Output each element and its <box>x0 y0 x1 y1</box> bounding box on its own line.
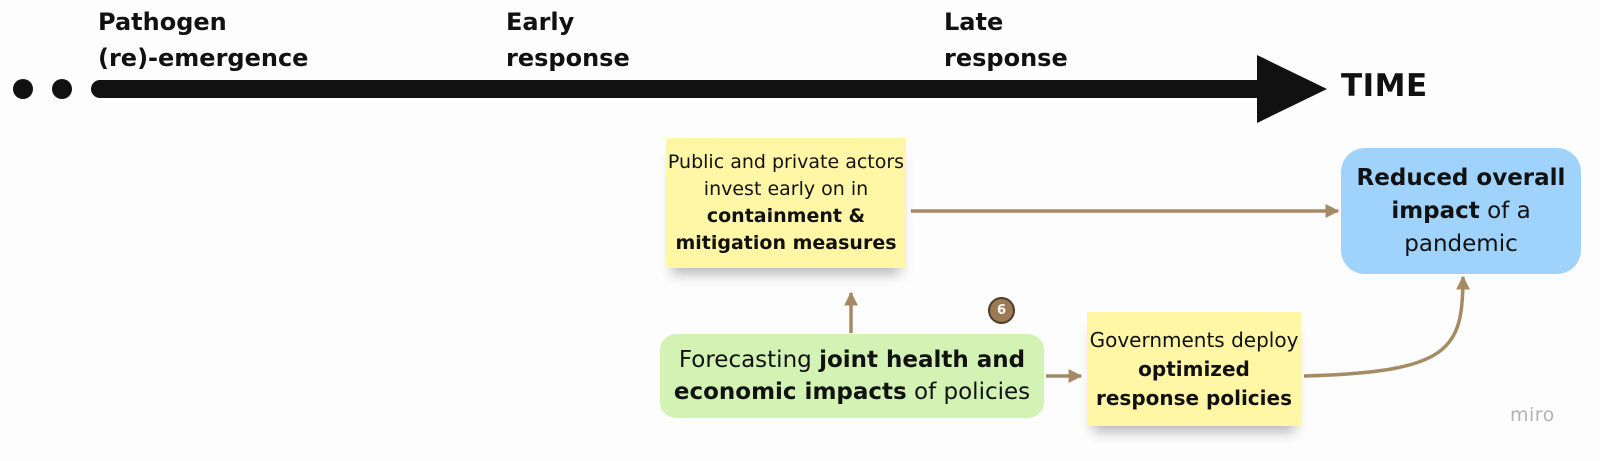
text-segment-bold: joint health and economic impacts <box>673 347 1026 405</box>
phase-label-line: Early <box>506 8 575 36</box>
text-segment-bold: optimized response policies <box>1095 356 1292 410</box>
text-segment: Public and private actors invest early o… <box>667 151 905 200</box>
phase-label-line: Late <box>944 8 1004 36</box>
phase-label-line: Pathogen <box>98 8 227 36</box>
connector-govt-to-outcome <box>1303 275 1470 378</box>
comment-count-badge[interactable]: 6 <box>988 297 1015 324</box>
time-axis-label: TIME <box>1341 68 1428 104</box>
sticky-note-invest-early[interactable]: Public and private actors invest early o… <box>666 138 906 268</box>
text-segment-bold: containment & mitigation measures <box>675 205 897 254</box>
phase-label-pathogen-emergence: Pathogen (re)-emergence <box>98 4 308 76</box>
phase-label-late-response: Late response <box>944 4 1068 76</box>
text-segment-bold: Reduced overall impact <box>1356 164 1566 224</box>
text-segment: Governments deploy <box>1089 327 1299 352</box>
text-segment: of a pandemic <box>1404 197 1531 257</box>
text-segment: Forecasting <box>678 347 820 373</box>
timeline-dot-1 <box>13 79 33 99</box>
timeline-arrow-head <box>1257 55 1327 123</box>
forecasting-box[interactable]: Forecasting joint health and economic im… <box>660 334 1044 418</box>
phase-label-line: (re)-emergence <box>98 44 309 72</box>
outcome-box[interactable]: Reduced overall impact of a pandemic <box>1341 148 1581 274</box>
timeline-dot-2 <box>52 79 72 99</box>
miro-watermark: miro <box>1510 404 1555 426</box>
sticky-note-governments[interactable]: Governments deploy optimized response po… <box>1087 312 1301 426</box>
sticky-note-text: Public and private actors invest early o… <box>666 149 906 257</box>
outcome-text: Reduced overall impact of a pandemic <box>1341 162 1581 261</box>
text-segment: of policies <box>906 379 1031 405</box>
phase-label-line: response <box>506 44 630 72</box>
phase-label-early-response: Early response <box>506 4 630 76</box>
phase-label-line: response <box>944 44 1068 72</box>
forecasting-text: Forecasting joint health and economic im… <box>660 344 1044 408</box>
sticky-note-text: Governments deploy optimized response po… <box>1087 326 1301 413</box>
